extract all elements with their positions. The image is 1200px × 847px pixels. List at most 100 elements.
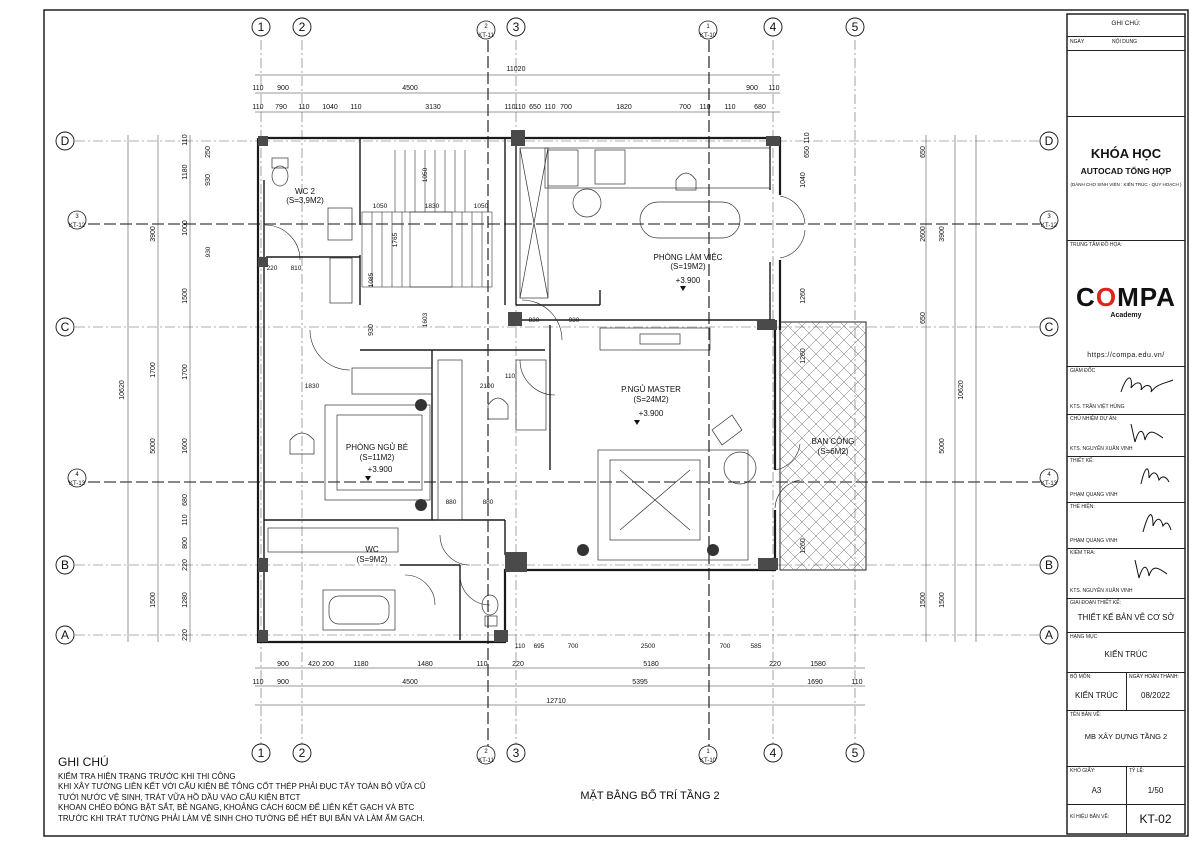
hatch-line <box>779 321 863 405</box>
section-mark-ref: KT-10 <box>700 33 717 39</box>
checker-signature <box>1134 559 1168 579</box>
drawing-name-value: MB XÂY DỰNG TẦNG 2 <box>1084 732 1168 741</box>
checker-label: KIỂM TRA: <box>1070 550 1095 556</box>
hatch-line <box>779 321 835 377</box>
grid-bubbles-bottom <box>251 743 865 763</box>
sheet-code-cell: KÍ HIỆU BẢN VẼ: KT-02 <box>1067 804 1185 834</box>
hatch-line <box>779 527 823 571</box>
designer-name: PHẠM QUANG VINH <box>1070 492 1118 498</box>
hatch-line <box>795 499 867 571</box>
dim-text: 1820 <box>616 104 632 111</box>
category-label: HẠNG MỤC: <box>1070 634 1099 640</box>
grid-label-top-3: 3 <box>513 20 520 34</box>
hatch-line <box>779 401 867 489</box>
dim-text: 1690 <box>807 679 823 686</box>
website-link[interactable]: https://compa.edu.vn/ <box>1087 352 1165 359</box>
drafter-signature <box>1142 514 1172 533</box>
dim-text: 1603 <box>422 312 429 327</box>
hatch-line <box>851 555 867 571</box>
completion-date-label: NGÀY HOÀN THÀNH: <box>1129 674 1179 680</box>
dim-text: 110 <box>252 679 263 686</box>
section-mark-ref: KT-12 <box>1041 223 1058 229</box>
hatch-line <box>823 527 867 571</box>
compa-logo: COMPA <box>1067 282 1185 313</box>
dim-text: 830 <box>529 317 540 324</box>
dim-text: 700 <box>720 643 731 650</box>
section-mark-ref: KT-10 <box>700 758 717 764</box>
room-area-wc: (S=9M2) <box>357 555 388 564</box>
director-signature <box>1120 377 1174 393</box>
design-stage-cell: GIAI ĐOẠN THIẾT KẾ: THIẾT KẾ BẢN VẼ CƠ S… <box>1067 598 1185 633</box>
project-lead-label: CHỦ NHIỆM DỰ ÁN: <box>1070 416 1118 422</box>
dim-text: 1700 <box>150 362 157 378</box>
dim-text: 880 <box>483 499 494 506</box>
sheet-code-value: KT-02 <box>1139 812 1172 826</box>
grid-label-right-d: D <box>1045 134 1054 148</box>
grid-label-bottom-3: 3 <box>513 746 520 760</box>
project-lead-name: KTS. NGUYỄN XUÂN VINH <box>1070 446 1133 452</box>
hatch-line <box>797 321 867 391</box>
dim-text: 800 <box>182 537 189 549</box>
dim-text: 110 <box>182 134 189 145</box>
hatch-line <box>779 321 849 391</box>
grid-bubbles-top <box>251 17 865 37</box>
dim-text: 250 <box>205 146 212 158</box>
dim-text: 1500 <box>920 592 927 608</box>
grid-label-top-4: 4 <box>770 20 777 34</box>
grid-label-bottom-4: 4 <box>770 746 777 760</box>
dim-text: 110 <box>768 85 779 92</box>
drafter-cell: THỂ HIỆN: PHẠM QUANG VINH <box>1067 502 1185 549</box>
revision-table-body <box>1067 50 1185 117</box>
grid-lines <box>75 40 1040 760</box>
hatch-line <box>779 555 795 571</box>
balcony-hatch <box>779 321 867 571</box>
dim-text: 1830 <box>425 203 440 210</box>
notes-header: GHI CHÚ: <box>1111 20 1141 27</box>
grid-label-top-5: 5 <box>852 20 859 34</box>
room-name-balcony: BAN CÔNG <box>812 437 855 446</box>
dim-text: 1280 <box>182 592 189 608</box>
grid-label-right-c: C <box>1045 320 1054 334</box>
grid-label-bottom-1: 1 <box>258 746 265 760</box>
discipline-date-divider <box>1126 672 1127 710</box>
grid-label-right-b: B <box>1045 558 1053 572</box>
dim-text: 1260 <box>800 288 807 304</box>
design-stage-label: GIAI ĐOẠN THIẾT KẾ: <box>1070 600 1121 606</box>
dim-text: 1085 <box>368 272 375 287</box>
dim-text: 585 <box>751 643 762 650</box>
dim-text: 1500 <box>150 592 157 608</box>
grid-label-left-d: D <box>61 134 70 148</box>
dim-text: 700 <box>568 643 579 650</box>
notes-header-cell: GHI CHÚ: <box>1067 14 1185 37</box>
grid-label-bottom-2: 2 <box>299 746 306 760</box>
dim-text: 1600 <box>182 438 189 454</box>
dim-text: 1050 <box>474 203 489 210</box>
discipline-value: KIẾN TRÚC <box>1075 691 1118 700</box>
dim-text: 110 <box>544 104 555 111</box>
hatch-line <box>779 321 821 363</box>
dim-text: 810 <box>291 265 302 272</box>
logo-letter: A <box>1156 282 1176 312</box>
hatch-line <box>779 471 867 559</box>
drafter-label: THỂ HIỆN: <box>1070 504 1095 510</box>
dim-text: 1260 <box>800 348 807 364</box>
hatch-line <box>809 513 867 571</box>
dim-text: 220 <box>182 629 189 641</box>
dim-text: 3130 <box>425 104 441 111</box>
section-mark-num: 4 <box>1047 472 1051 478</box>
dim-text: 110 <box>724 104 735 111</box>
hatch-line <box>779 373 867 461</box>
room-level-kid: +3.900 <box>368 465 393 474</box>
logo-letter: M <box>1117 282 1140 312</box>
room-name-wc2: WC 2 <box>295 187 316 196</box>
room-area-master: (S=24M2) <box>633 395 669 404</box>
director-cell: GIÁM ĐỐC KTS. TRẦN VIỆT HÙNG <box>1067 366 1185 415</box>
dim-text: 1480 <box>417 661 433 668</box>
section-mark-num: 2 <box>484 749 488 755</box>
hatch-line <box>779 429 867 517</box>
section-mark-ref: KT-11 <box>478 33 494 39</box>
paper-scale-cell: KHỔ GIẤY: A3 TỶ LỆ: 1/50 <box>1067 766 1185 805</box>
category-cell: HẠNG MỤC: KIẾN TRÚC <box>1067 632 1185 673</box>
discipline-label: BỘ MÔN: <box>1070 674 1092 680</box>
